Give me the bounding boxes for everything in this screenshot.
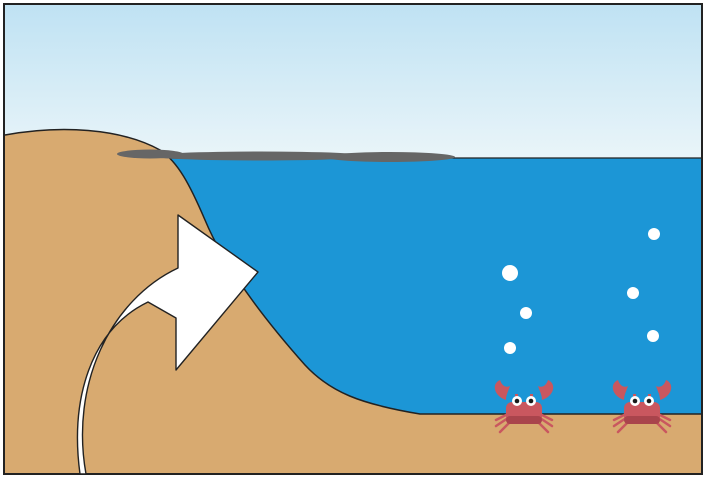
bubble-icon [647, 330, 659, 342]
bubble-icon [648, 228, 660, 240]
bubble-icon [504, 342, 516, 354]
bubble-icon [502, 265, 518, 281]
bubble-icon [627, 287, 639, 299]
bubble-icon [520, 307, 532, 319]
